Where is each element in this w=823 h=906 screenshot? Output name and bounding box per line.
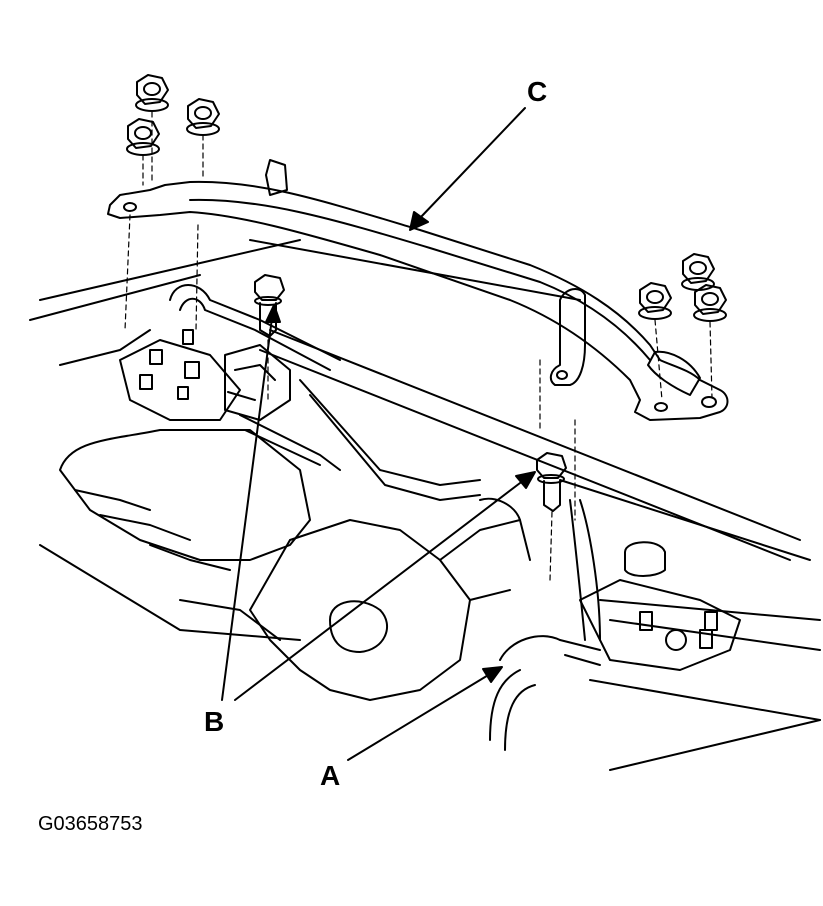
flange-nut: [638, 282, 672, 320]
body-panels: [29, 239, 821, 771]
leader-arrows: [221, 107, 536, 761]
engine-cover: [59, 429, 311, 641]
flange-nut: [186, 98, 220, 136]
leader-arrow-b-upper: [221, 304, 281, 701]
strut-brace-c: [107, 159, 729, 421]
flange-nut: [126, 118, 160, 156]
callout-b-label: B: [204, 706, 225, 737]
leader-arrow-c: [409, 107, 526, 231]
figure-id: G03658753: [38, 813, 143, 835]
center-bracket: [224, 344, 341, 471]
nuts-right-group: [638, 253, 727, 322]
bolt-upper: [254, 274, 285, 337]
hose-a: [489, 635, 601, 751]
callout-c-label: C: [527, 76, 548, 107]
flange-nut: [693, 284, 727, 322]
pipe-bundle: [169, 284, 601, 641]
leader-arrow-a: [347, 666, 503, 761]
nuts-left-group: [126, 74, 220, 156]
flange-nut: [681, 253, 715, 291]
right-strut-tower: [579, 541, 741, 671]
leader-arrow-b-lower: [234, 471, 536, 701]
left-strut-tower: [119, 329, 241, 421]
alignment-guides: [124, 111, 713, 581]
bolt-lower: [536, 452, 567, 512]
transmission-housing: [249, 519, 521, 701]
flange-nut: [135, 74, 169, 112]
callout-a-label: A: [320, 760, 341, 791]
